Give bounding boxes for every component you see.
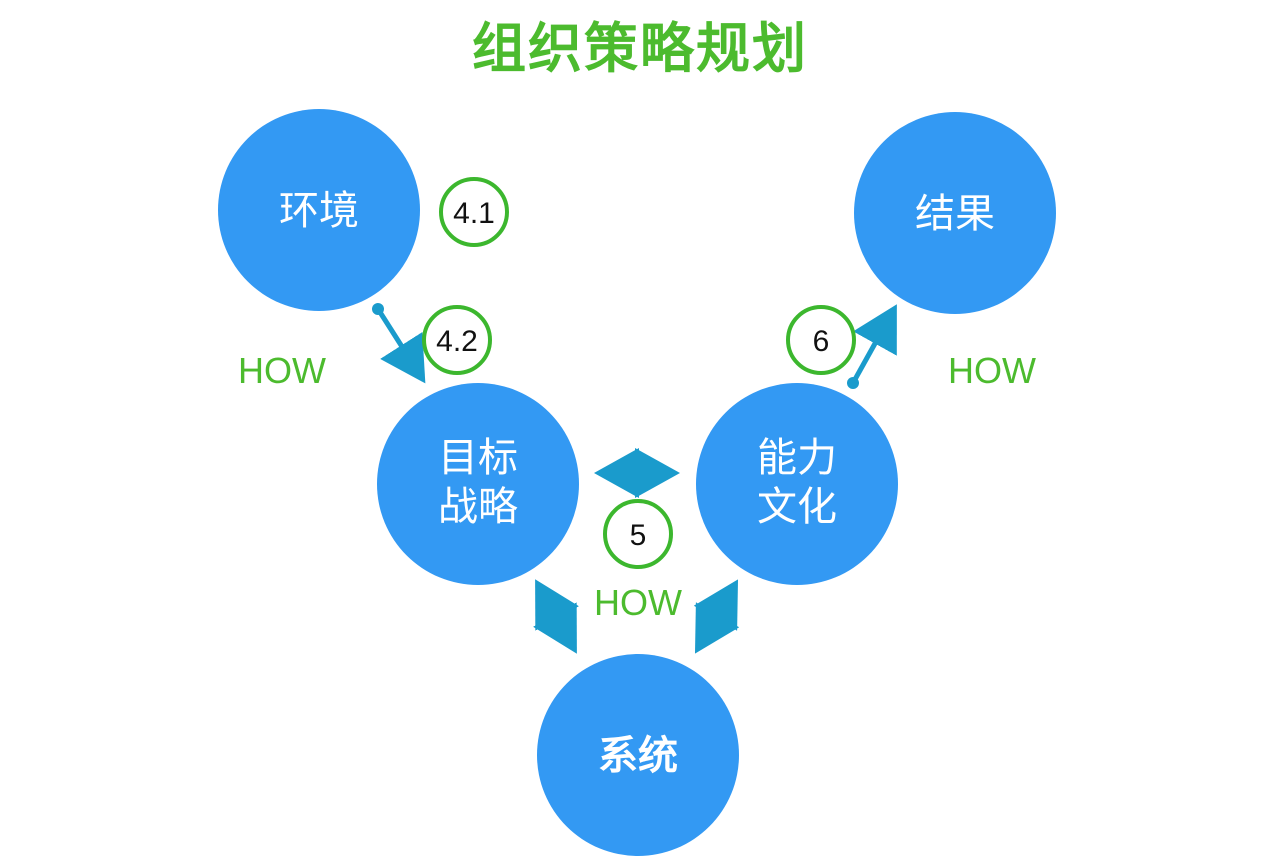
node-capability-culture: 能力 文化 (696, 383, 898, 585)
node-goal-label-line1: 目标 (438, 435, 518, 481)
node-capability-label-line1: 能力 (757, 435, 837, 481)
badge-5: 5 (603, 499, 673, 569)
badge-4-2: 4.2 (422, 305, 492, 375)
arrow-goal-system (533, 579, 579, 654)
how-label-right: HOW (948, 350, 1036, 391)
node-system: 系统 (537, 654, 739, 856)
badge-6-label: 6 (813, 325, 830, 358)
arrow-capability-system (693, 579, 740, 654)
how-label-left: HOW (238, 350, 326, 391)
node-system-label: 系统 (598, 733, 678, 779)
node-result: 结果 (854, 112, 1056, 314)
node-goal-strategy: 目标 战略 (377, 383, 579, 585)
badge-4-2-label: 4.2 (436, 325, 478, 358)
node-environment: 环境 (218, 109, 420, 311)
arrow-capability-to-result (847, 304, 897, 389)
node-capability-label-line2: 文化 (757, 484, 837, 530)
badge-4-1-label: 4.1 (453, 197, 495, 230)
how-label-bottom: HOW (594, 582, 682, 623)
arrow-environment-to-goal (372, 303, 426, 384)
badge-5-label: 5 (630, 519, 647, 552)
node-goal-label-line2: 战略 (438, 484, 518, 530)
badge-4-1: 4.1 (439, 177, 509, 247)
node-environment-label: 环境 (279, 188, 359, 234)
node-result-label: 结果 (915, 191, 995, 237)
diagram-title: 组织策略规划 (472, 17, 808, 80)
badge-6: 6 (786, 305, 856, 375)
connectors (372, 303, 897, 654)
